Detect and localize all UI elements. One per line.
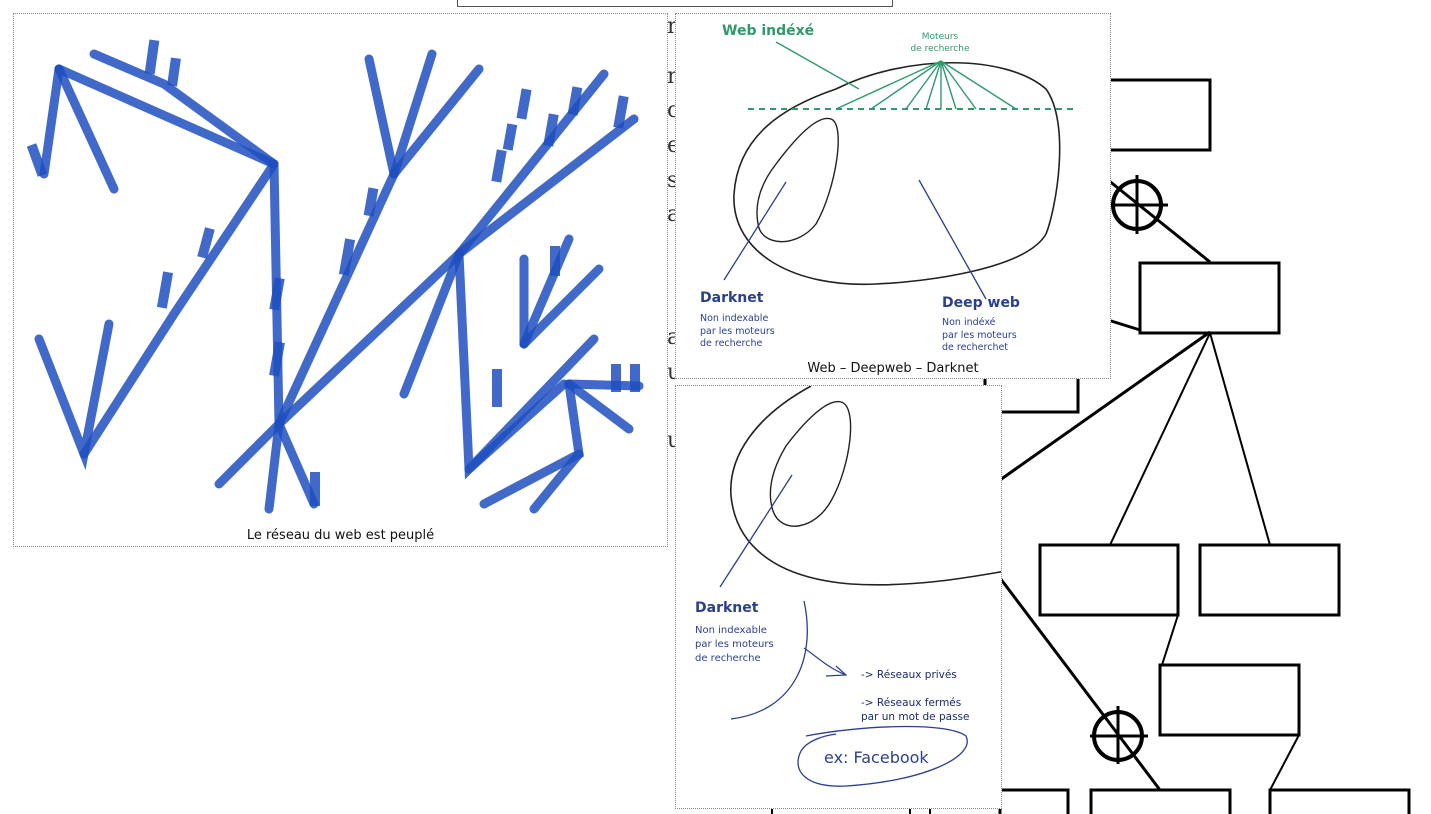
figure-web-deepweb-darknet: Web indéxé Moteurs de recherche Darknet … — [675, 13, 1111, 379]
top-empty-box — [457, 0, 893, 7]
flow-line-2 — [1107, 318, 1141, 332]
moteurs-label: Moteurs — [922, 32, 959, 42]
flow-box-bottom-1 — [998, 788, 1070, 814]
darknet-detail-diagram: Darknet Non indexable par les moteurs de… — [695, 386, 1001, 787]
web-layers-diagram: Web indéxé Moteurs de recherche Darknet … — [700, 23, 1074, 353]
reseaux-fermes-label-2: par un mot de passe — [861, 711, 969, 723]
darknet-desc-3: de recherche — [700, 338, 762, 349]
figure-caption: Le réseau du web est peuplé — [246, 528, 435, 543]
figure-caption: Web – Deepweb – Darknet — [807, 361, 979, 376]
figure-darknet-detail: Darknet Non indexable par les moteurs de… — [675, 385, 1002, 809]
deepweb-desc-1: Non indéxé — [942, 317, 996, 328]
darknet-desc-2: par les moteurs — [700, 326, 775, 337]
flow-line-1 — [1107, 178, 1211, 264]
target-icon — [1110, 175, 1168, 234]
darknet-desc-3: de recherche — [695, 653, 761, 664]
deepweb-label: Deep web — [942, 295, 1020, 311]
deepweb-desc-2: par les moteurs — [942, 330, 1017, 341]
flow-box-bottom-2 — [1089, 788, 1232, 814]
darknet-label: Darknet — [700, 290, 764, 306]
reseaux-prives-label: -> Réseaux privés — [861, 669, 957, 681]
darknet-desc-1: Non indexable — [695, 625, 767, 636]
web-indexe-label: Web indéxé — [722, 23, 814, 39]
network-drawing — [26, 39, 644, 514]
darknet-desc-2: par les moteurs — [695, 639, 774, 650]
example-label: ex: Facebook — [824, 748, 929, 767]
flow-box-left — [1038, 543, 1180, 617]
deepweb-desc-3: de recherchet — [942, 342, 1008, 353]
moteurs-label-2: de recherche — [910, 44, 969, 54]
figure-web-network: Le réseau du web est peuplé — [13, 13, 668, 547]
flow-box-right — [1198, 543, 1341, 617]
darknet-desc-1: Non indexable — [700, 313, 768, 324]
flow-box-bottom-3 — [1268, 788, 1411, 814]
flow-line-4 — [998, 577, 1162, 791]
flow-line-3 — [999, 330, 1211, 482]
reseaux-fermes-label: -> Réseaux fermés — [861, 697, 961, 709]
darknet-label: Darknet — [695, 600, 759, 616]
target-icon — [1090, 706, 1148, 764]
flow-box-middle — [1138, 261, 1281, 335]
flow-box-lower — [1158, 663, 1301, 737]
